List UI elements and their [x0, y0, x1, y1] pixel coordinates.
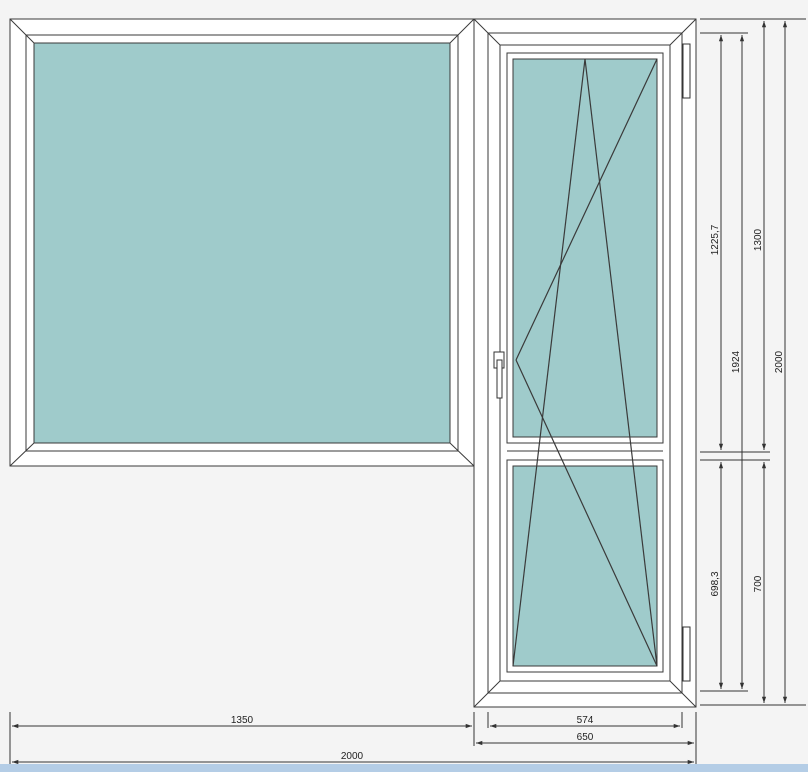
dim-door-sash-width: 574	[577, 715, 594, 726]
dim-window-height: 1300	[753, 228, 764, 251]
fixed-window	[9, 18, 475, 467]
hinge-icon	[682, 626, 691, 682]
dim-total-width: 2000	[341, 751, 364, 762]
door-upper-glass	[512, 58, 658, 438]
dim-door-sash-height: 1924	[731, 350, 742, 373]
balcony-door	[473, 18, 697, 708]
dim-door-frame-width: 650	[577, 732, 594, 743]
dim-total-height: 2000	[774, 350, 785, 373]
dim-door-lower-glass: 698,3	[710, 571, 721, 596]
horizontal-dimensions: 1350 574 650 2000	[9, 712, 697, 766]
vertical-dimensions: 1225,7 698,3 1924 1300 700 2000	[700, 18, 806, 706]
door-lower-glass	[512, 465, 658, 667]
bottom-strip	[0, 764, 808, 772]
door-handle-icon	[493, 351, 505, 399]
window-glass	[33, 42, 451, 444]
dim-door-lower-section: 700	[753, 575, 764, 592]
hinge-icon	[682, 43, 691, 99]
dim-window-width: 1350	[231, 715, 254, 726]
dim-door-upper-glass: 1225,7	[710, 224, 721, 255]
opening-indicator-lines	[512, 58, 658, 667]
